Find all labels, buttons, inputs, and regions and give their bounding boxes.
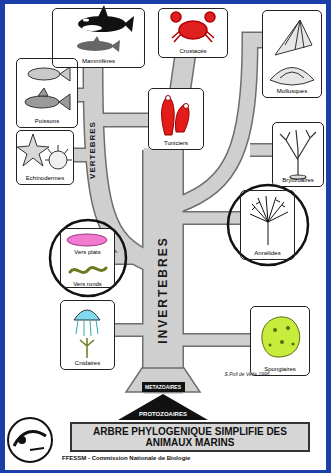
- node-label: Echinodermes: [17, 175, 73, 182]
- caption: FFESSM - Commission Nationale de Biologi…: [62, 455, 190, 461]
- taxon-box: Annélides: [240, 190, 295, 260]
- triangle-outline: [118, 394, 208, 420]
- sponge-icon: [262, 317, 300, 357]
- trunk-base: [126, 368, 200, 392]
- node-label: Bryozoaires: [273, 177, 323, 184]
- bryozoan-icon: [280, 130, 316, 179]
- node-label: Mollusques: [263, 88, 321, 95]
- branch-label: INVERTEBRES: [157, 236, 169, 343]
- node-label: Vers plats: [61, 249, 114, 256]
- orca-icon: [77, 5, 134, 52]
- band-box: METAZOAIRES: [142, 382, 185, 392]
- node-label: Mammifères: [53, 58, 144, 65]
- node-label: Crustacés: [159, 48, 227, 55]
- ffessm-logo: [8, 418, 52, 462]
- tunicate-icon: [162, 96, 190, 136]
- node-label: Tuniciers: [149, 140, 203, 147]
- node-label: Cnidaires: [61, 360, 114, 367]
- crab-icon: [171, 12, 215, 42]
- taxon-box: Cnidaires: [60, 300, 115, 370]
- branch-label: VERTEBRES: [89, 121, 97, 179]
- node-label: Annélides: [241, 250, 294, 257]
- taxon-box: Mollusques: [262, 10, 322, 98]
- taxon-box: Tuniciers: [148, 88, 204, 150]
- annelid-icon: [250, 196, 288, 245]
- starfish-icon: [17, 134, 72, 169]
- fish-icon: [25, 67, 70, 110]
- taxon-box: Vers platsVers ronds: [60, 228, 115, 288]
- node-label: Poissons: [17, 118, 77, 125]
- taxon-box: Spongiaires: [250, 306, 310, 376]
- cnidarian-icon: [74, 310, 100, 358]
- title-box: ARBRE PHYLOGENIQUE SIMPLIFIE DES ANIMAUX…: [70, 422, 310, 452]
- taxon-box: Crustacés: [158, 8, 228, 58]
- taxon-box: Poissons: [16, 58, 78, 128]
- taxon-box: Echinodermes: [16, 130, 74, 185]
- box-grounds: [16, 8, 324, 376]
- diagram-title: ARBRE PHYLOGENIQUE SIMPLIFIE DES ANIMAUX…: [72, 426, 308, 448]
- shell-icon: [270, 20, 314, 85]
- taxon-box: Bryozoaires: [272, 122, 324, 187]
- node-label: Vers ronds: [61, 281, 114, 288]
- taxon-box: Mammifères: [52, 8, 145, 68]
- panel: [5, 4, 326, 470]
- node-label: METAZOAIRES: [143, 383, 184, 391]
- signature: S.Poll de Vella 1996: [225, 372, 270, 377]
- node-label: PROTOZOAIRES: [118, 411, 208, 418]
- highlight-circles: [50, 185, 308, 296]
- triangle-node: PROTOZOAIRES: [118, 394, 208, 420]
